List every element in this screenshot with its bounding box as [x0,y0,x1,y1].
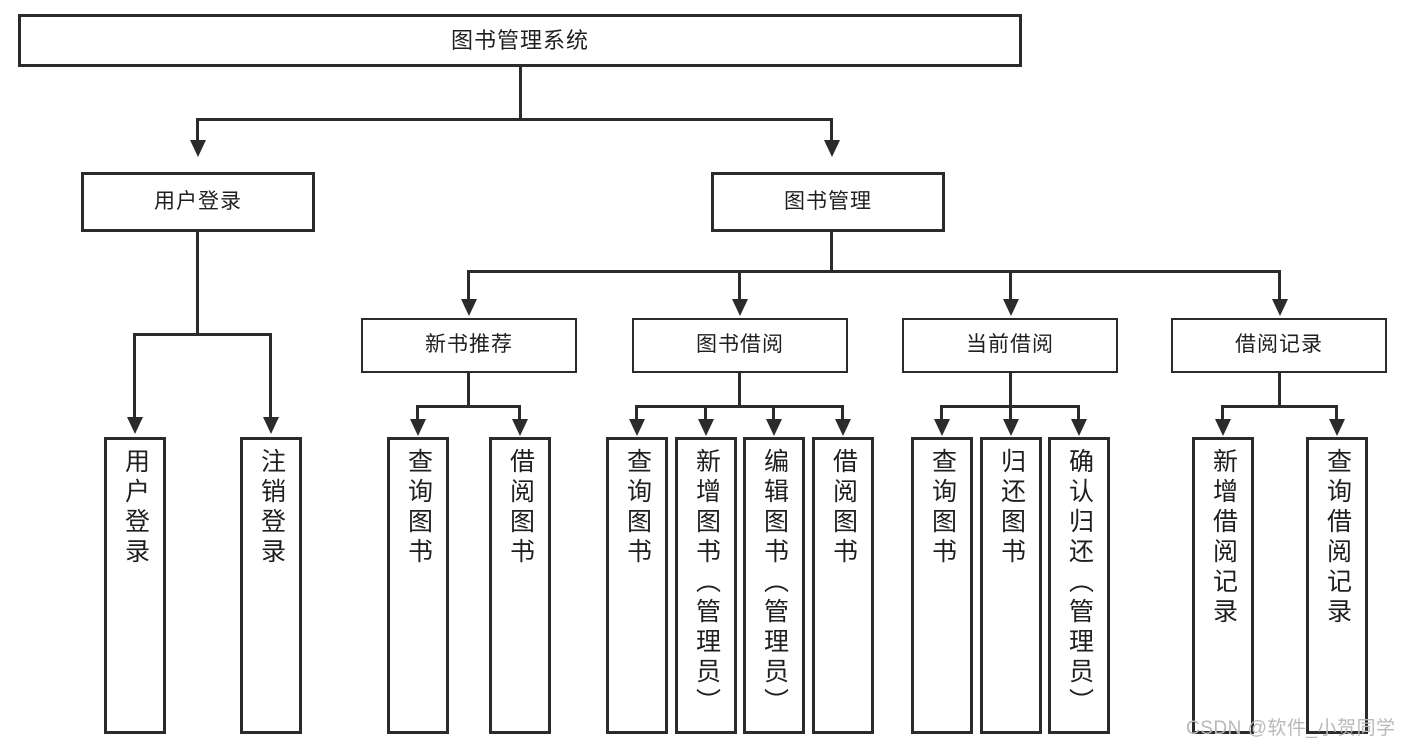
node-leaf-logout-login[interactable]: 注销登录 [240,437,302,734]
node-label: 归还图书 [997,448,1026,568]
edge-cb-to-leaf-2 [1009,405,1012,421]
edge-cb-to-leaf-1 [940,405,943,421]
node-book-management[interactable]: 图书管理 [711,172,945,232]
edge-nbr-bus [416,405,521,408]
node-leaf-borrow-book-2[interactable]: 借阅图书 [812,437,874,734]
edge-bm-to-book-borrow [738,270,741,301]
node-leaf-borrow-book-1[interactable]: 借阅图书 [489,437,551,734]
edge-bm-to-new-book-recommend [467,270,470,301]
node-label: 查询图书 [928,448,957,568]
arrow-bm-to-current-borrow [1003,299,1019,316]
arrow-bm-to-new-book-recommend [461,299,477,316]
node-leaf-query-book-3[interactable]: 查询图书 [911,437,973,734]
edge-bb-stem [738,373,741,407]
node-leaf-query-record[interactable]: 查询借阅记录 [1306,437,1368,734]
node-label: 确认归还（管理员） [1065,448,1094,718]
node-leaf-query-book-1[interactable]: 查询图书 [387,437,449,734]
arrow-bb-to-leaf-1 [629,419,645,436]
arrow-cb-to-leaf-1 [934,419,950,436]
node-label: 借阅图书 [829,448,858,568]
edge-bb-to-leaf-1 [635,405,638,421]
node-leaf-return-book[interactable]: 归还图书 [980,437,1042,734]
node-leaf-edit-book[interactable]: 编辑图书（管理员） [743,437,805,734]
edge-user-login-to-leaf-1 [133,333,136,419]
node-leaf-add-record[interactable]: 新增借阅记录 [1192,437,1254,734]
node-label: 图书借阅 [696,333,784,357]
arrow-bb-to-leaf-4 [835,419,851,436]
node-label: 查询图书 [623,448,652,568]
edge-user-login-stem [196,232,199,335]
node-book-borrow[interactable]: 图书借阅 [632,318,848,373]
node-leaf-confirm-return[interactable]: 确认归还（管理员） [1048,437,1110,734]
edge-cb-stem [1009,373,1012,407]
edge-nbr-to-leaf-2 [518,405,521,421]
node-label: 用户登录 [154,189,242,213]
node-label: 查询借阅记录 [1323,448,1352,628]
node-label: 注销登录 [257,448,286,568]
node-label: 借阅图书 [506,448,535,568]
edge-br-to-leaf-2 [1335,405,1338,421]
node-leaf-query-book-2[interactable]: 查询图书 [606,437,668,734]
node-borrow-record[interactable]: 借阅记录 [1171,318,1387,373]
arrow-cb-to-leaf-2 [1003,419,1019,436]
edge-root-stem [519,67,522,120]
node-label: 图书管理 [784,189,872,213]
edge-bm-to-borrow-record [1278,270,1281,301]
edge-user-login-bus [133,333,271,336]
node-label: 图书管理系统 [450,27,589,53]
edge-cb-to-leaf-3 [1077,405,1080,421]
edge-bb-to-leaf-4 [841,405,844,421]
node-label: 借阅记录 [1235,333,1323,357]
arrow-bb-to-leaf-2 [698,419,714,436]
csdn-watermark: CSDN @软件_小贺同学 [1186,718,1396,739]
arrow-user-login-to-leaf-2 [263,417,279,434]
edge-bb-to-leaf-3 [772,405,775,421]
node-label: 新增图书（管理员） [692,448,721,718]
node-label: 当前借阅 [966,333,1054,357]
edge-nbr-stem [467,373,470,407]
node-label: 新增借阅记录 [1209,448,1238,628]
edge-root-to-book-management [830,118,833,142]
arrow-br-to-leaf-1 [1215,419,1231,436]
edge-book-management-stem [830,232,833,272]
edge-br-stem [1278,373,1281,407]
edge-br-to-leaf-1 [1221,405,1224,421]
edge-bb-bus [635,405,844,408]
edge-root-bus [196,118,833,121]
node-label: 编辑图书（管理员） [760,448,789,718]
node-current-borrow[interactable]: 当前借阅 [902,318,1118,373]
edge-br-bus [1221,405,1338,408]
node-label: 用户登录 [121,448,150,568]
arrow-root-to-user-login [190,140,206,157]
arrow-cb-to-leaf-3 [1071,419,1087,436]
node-new-book-recommend[interactable]: 新书推荐 [361,318,577,373]
node-user-login[interactable]: 用户登录 [81,172,315,232]
edge-bm-to-current-borrow [1009,270,1012,301]
arrow-bm-to-book-borrow [732,299,748,316]
edge-bb-to-leaf-2 [704,405,707,421]
edge-book-management-bus [467,270,1281,273]
arrow-bb-to-leaf-3 [766,419,782,436]
edge-root-to-user-login [196,118,199,142]
edge-user-login-to-leaf-2 [269,333,272,419]
node-leaf-add-book[interactable]: 新增图书（管理员） [675,437,737,734]
node-root-book-management-system[interactable]: 图书管理系统 [18,14,1022,67]
edge-nbr-to-leaf-1 [416,405,419,421]
arrow-bm-to-borrow-record [1272,299,1288,316]
node-label: 查询图书 [404,448,433,568]
arrow-br-to-leaf-2 [1329,419,1345,436]
node-leaf-user-login[interactable]: 用户登录 [104,437,166,734]
arrow-nbr-to-leaf-2 [512,419,528,436]
arrow-user-login-to-leaf-1 [127,417,143,434]
node-label: 新书推荐 [425,333,513,357]
arrow-root-to-book-management [824,140,840,157]
arrow-nbr-to-leaf-1 [410,419,426,436]
